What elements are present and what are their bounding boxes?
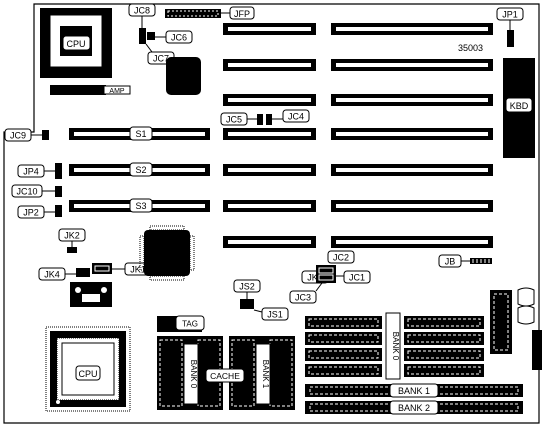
jfp-header: JFP [165,6,255,20]
cpu-main-label: CPU [78,369,97,379]
jk2-jumper: JK2 [58,228,86,253]
jk4-label: JK4 [44,270,60,280]
cache-bank0-label: BANK 0 [189,360,198,389]
board-outline [3,3,540,424]
jk2-label: JK2 [64,231,80,241]
chip-top [166,57,201,95]
jk3-label: JK3 [307,273,323,283]
s3-label: S3 [135,201,146,211]
jc-cluster: JC2 JK3 JC1 JC3 [289,250,371,304]
slot-s2: S2 [69,162,210,177]
amp-lever: AMP [50,85,131,95]
mount-bracket [70,282,112,307]
js1-label: JS1 [267,310,283,320]
jc2-label: JC2 [333,253,349,263]
slot-s1: S1 [69,126,210,141]
jc7-label: JC7 [153,54,169,64]
kbd-chip: KBD [503,58,535,158]
cache-label: CACHE [210,371,240,381]
cpu-top-label: CPU [66,39,85,49]
jb-header: JB [438,254,492,268]
expansion-slots-right [331,23,493,248]
jc6-jumper: JC6 [147,30,193,44]
tag-sram: TAG [157,315,205,332]
jc3-label: JC3 [295,293,311,303]
cpu-main: CPU [45,326,131,412]
simm-bank0 [305,312,484,380]
s1-label: S1 [135,129,146,139]
simm-bank0-label: BANK 0 [391,332,400,361]
jc9-jumper: JC9 [4,128,49,142]
jk1-label: JK1 [130,265,146,275]
slot-s3: S3 [69,198,210,213]
jc9-label: JC9 [10,131,26,141]
jp4-jumper: JP4 [17,163,62,179]
jc10-jumper: JC10 [11,184,62,198]
s2-label: S2 [135,165,146,175]
jc1-label: JC1 [349,273,365,283]
jb-label: JB [445,257,456,267]
jc8-jumper: JC8 [128,3,156,44]
model-number: 35003 [458,43,483,53]
tag-label: TAG [182,320,198,329]
js-jumpers: JS2 JS1 [233,279,289,321]
expansion-slots-left [223,23,316,248]
jfp-label: JFP [234,9,250,19]
js2-label: JS2 [239,282,255,292]
jp2-jumper: JP2 [17,205,62,219]
jc8-label: JC8 [134,6,150,16]
cache-bank1-label: BANK 1 [261,360,270,389]
simm-bank2-label: BANK 2 [398,403,430,413]
jp2-label: JP2 [23,208,39,218]
simm-bank1-label: BANK 1 [398,386,430,396]
jk1-jumper: JK1 [92,262,152,276]
cpu-socket-top: CPU [40,8,112,78]
cache-label-box [205,368,245,383]
amp-label: AMP [109,88,125,95]
jp1-label: JP1 [502,10,518,20]
jc5-label: JC5 [226,115,242,125]
jp4-label: JP4 [23,167,39,177]
jc10-label: JC10 [16,187,37,197]
jc6-label: JC6 [171,33,187,43]
jp1-jumper: JP1 [496,7,524,47]
simm-bank2: BANK 2 [305,400,523,415]
power-connector [490,287,542,370]
jk4-jumper: JK4 [38,267,90,281]
jc5-jc4-jumpers: JC5 JC4 [220,109,310,126]
simm-bank1: BANK 1 [305,383,523,398]
kbd-label: KBD [510,101,529,111]
jc4-label: JC4 [288,112,304,122]
chipset [139,225,195,281]
